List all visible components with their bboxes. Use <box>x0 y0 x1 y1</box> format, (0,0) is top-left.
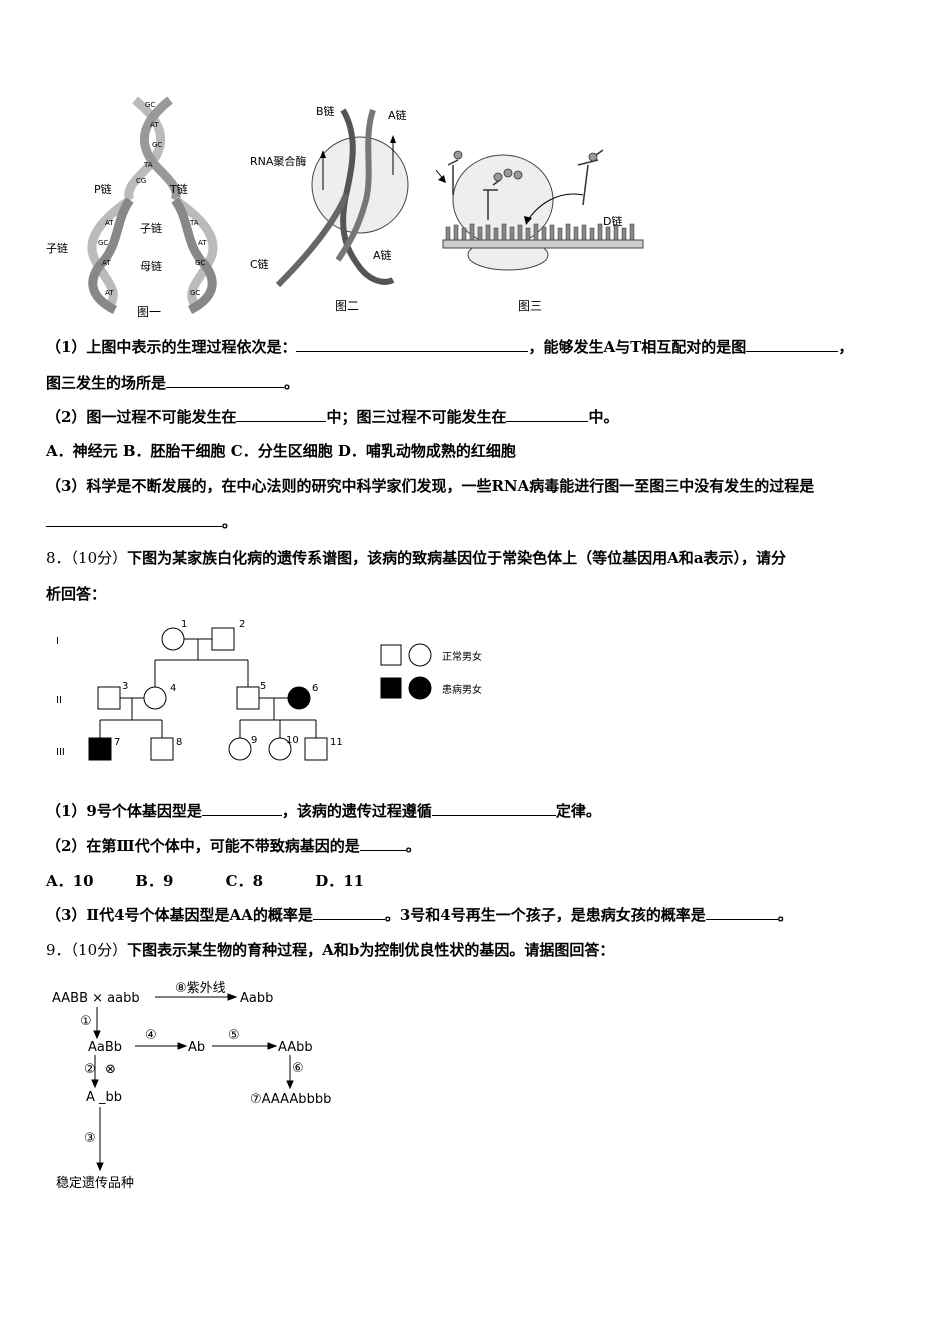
legend-affected: 患病男女 <box>442 683 482 696</box>
step-4: ④ <box>145 1028 157 1043</box>
parent-strand-label: 母链 <box>140 259 162 273</box>
step-1: ① <box>80 1014 92 1029</box>
a-strand-label: A链 <box>388 108 407 122</box>
a-strand-label-bottom: A链 <box>373 248 392 262</box>
q7-blank-fig1[interactable] <box>236 407 327 422</box>
figure-2-transcription: B链 A链 RNA聚合酶 C链 A链 图二 <box>248 95 428 320</box>
id-1: 1 <box>181 619 187 630</box>
q8-part3: （3）Ⅱ代4号个体基因型是AA的概率是。3号和4号再生一个孩子，是患病女孩的概率… <box>46 905 793 924</box>
svg-text:AT: AT <box>150 121 159 129</box>
stable-variety: 稳定遗传品种 <box>56 1175 134 1191</box>
svg-text:GC: GC <box>152 141 162 149</box>
q7-part3-line1: （3）科学是不断发展的，在中心法则的研究中科学家们发现，一些RNA病毒能进行图一… <box>46 477 815 495</box>
d-strand-label: D链 <box>603 214 622 228</box>
step-2: ② <box>84 1062 96 1077</box>
q7-blank-figure[interactable] <box>746 337 839 352</box>
id-11: 11 <box>330 737 343 748</box>
svg-text:AT: AT <box>105 219 114 227</box>
svg-text:TA: TA <box>143 161 153 169</box>
step-5: ⑤ <box>228 1028 240 1043</box>
legend-normal: 正常男女 <box>442 650 482 663</box>
q8-blank-law[interactable] <box>431 801 556 816</box>
step-8-uv: ⑧紫外线 <box>175 981 226 996</box>
dna-replication-diagram: GC AT GC TA CG AT GC AT AT TA AT GC GC P链 T链 子链 子… <box>46 96 218 319</box>
q9-stem: 9．（10分）下图表示某生物的育种过程，A和b为控制优良性状的基因。请据图回答： <box>46 941 615 959</box>
id-9: 9 <box>251 735 257 746</box>
step-3: ③ <box>84 1131 96 1146</box>
svg-text:GC: GC <box>98 239 108 247</box>
id-8: 8 <box>176 737 182 748</box>
figure-1-caption: 图一 <box>137 305 161 319</box>
q7-blank-fig3[interactable] <box>506 407 589 422</box>
id-3: 3 <box>122 681 128 692</box>
id-5: 5 <box>260 681 266 692</box>
id-6: 6 <box>312 683 318 694</box>
tetraploid-aaaabbbb: ⑦AAAAbbbb <box>250 1092 331 1107</box>
gen-label-2: II <box>56 695 62 706</box>
q8-options: A．10 B．9 C．8 D．11 <box>46 872 365 890</box>
svg-text:CG: CG <box>136 177 146 185</box>
id-4: 4 <box>170 683 176 694</box>
selfing-symbol: ⊗ <box>105 1062 116 1077</box>
svg-text:GC: GC <box>195 259 205 267</box>
f1-aabb: AaBb <box>88 1040 122 1055</box>
q7-part2: （2）图一过程不可能发生在中；图三过程不可能发生在中。 <box>46 407 619 426</box>
q7-options: A．神经元 B．胚胎干细胞 C．分生区细胞 D．哺乳动物成熟的红细胞 <box>46 442 516 460</box>
gen-label-1: I <box>56 636 59 647</box>
doubled-aabb: AAbb <box>278 1040 313 1055</box>
q7-part1-line1: （1）上图中表示的生理过程依次是：，能够发生A与T相互配对的是图， <box>46 337 854 356</box>
gen-label-3: III <box>56 747 65 758</box>
q8-stem-line2: 析回答： <box>46 585 107 603</box>
q7-blank-site[interactable] <box>166 373 285 388</box>
figure-3-caption: 图三 <box>518 299 542 313</box>
figure-1-dna-replication: GC AT GC TA CG AT GC AT AT TA AT GC GC P链 T链 子链 子… <box>40 95 250 320</box>
q8-part1: （1）9号个体基因型是，该病的遗传过程遵循定律。 <box>46 801 601 820</box>
q7-part3-line2: 。 <box>46 512 237 532</box>
q8-blank-girl-probability[interactable] <box>705 905 778 920</box>
q8-stem-line1: 8．（10分）下图为某家族白化病的遗传系谱图，该病的致病基因位于常染色体上（等位… <box>46 549 787 567</box>
svg-text:AT: AT <box>105 289 114 297</box>
transcription-diagram: B链 A链 RNA聚合酶 C链 A链 图二 <box>250 104 409 313</box>
daughter-strand-label-left: 子链 <box>46 241 68 255</box>
breeding-diagram: AABB × aabb ⑧紫外线 Aabb ① AaBb ④ Ab ⑤ AAbb… <box>50 975 350 1200</box>
q8-blank-aa-probability[interactable] <box>312 905 385 920</box>
c-strand-label: C链 <box>250 257 269 271</box>
figure-3-translation: D链 图三 <box>428 95 648 320</box>
q7-part1-line2: 图三发生的场所是。 <box>46 373 300 392</box>
daughter-strand-label: 子链 <box>140 221 162 235</box>
q7-blank-missing-process[interactable] <box>46 512 222 527</box>
breeding-svg: AABB × aabb ⑧紫外线 Aabb ① AaBb ④ Ab ⑤ AAbb… <box>52 981 331 1191</box>
svg-text:GC: GC <box>145 101 155 109</box>
pedigree-chart: I II III 1 2 3 4 5 6 7 8 9 10 11 正常男女 患病… <box>50 615 510 770</box>
p-strand-label: P链 <box>94 182 112 196</box>
q8-part2: （2）在第Ⅲ代个体中，可能不带致病基因的是。 <box>46 836 421 855</box>
svg-text:AT: AT <box>198 239 207 247</box>
b-strand-label: B链 <box>316 104 335 118</box>
svg-text:AT: AT <box>102 259 111 267</box>
translation-diagram: D链 图三 <box>435 149 644 313</box>
f2-a-bb: A _bb <box>86 1090 122 1105</box>
cross-parents: AABB × aabb <box>52 991 140 1006</box>
id-7: 7 <box>114 737 120 748</box>
rna-polymerase-label: RNA聚合酶 <box>250 154 306 168</box>
svg-text:GC: GC <box>190 289 200 297</box>
svg-text:TA: TA <box>189 219 199 227</box>
mutant-aabb: Aabb <box>240 991 273 1006</box>
id-10: 10 <box>286 735 299 746</box>
q7-blank-processes[interactable] <box>296 337 529 352</box>
figure-2-caption: 图二 <box>335 299 359 313</box>
pedigree-svg: I II III 1 2 3 4 5 6 7 8 9 10 11 正常男女 患病… <box>56 619 482 761</box>
id-2: 2 <box>239 619 245 630</box>
q8-blank-genotype[interactable] <box>201 801 282 816</box>
haploid-ab: Ab <box>188 1040 205 1055</box>
step-6: ⑥ <box>292 1061 304 1076</box>
q8-blank-carrier[interactable] <box>359 836 406 851</box>
t-strand-label: T链 <box>169 182 188 196</box>
